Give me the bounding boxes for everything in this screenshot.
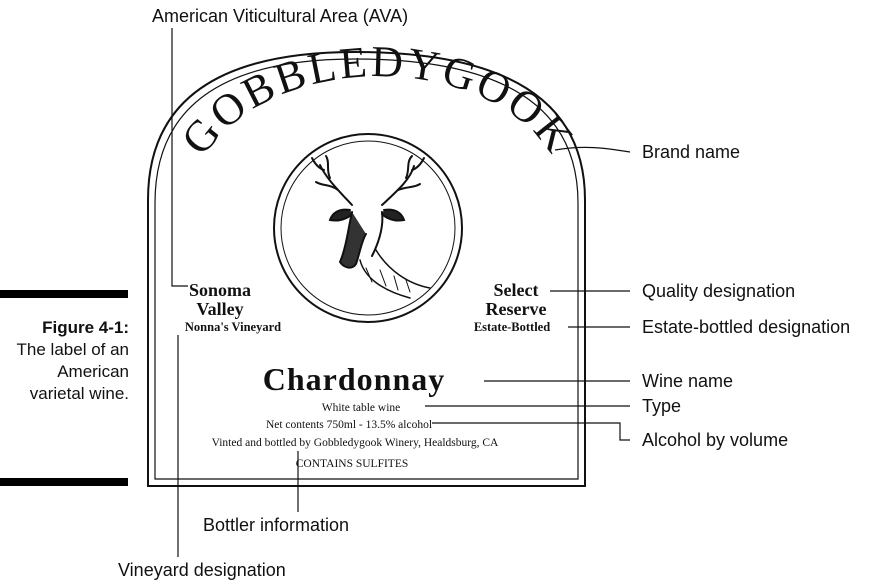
bottler-line: Vinted and bottled by Gobbledygook Winer… xyxy=(212,437,499,449)
wine-type: White table wine xyxy=(322,402,401,414)
emblem-ring-outer xyxy=(273,133,463,323)
ava-line-1: Sonoma xyxy=(189,280,251,300)
caption-bottom-rule xyxy=(0,478,128,486)
callout-vineyard: Vineyard designation xyxy=(118,560,286,580)
callout-type: Type xyxy=(642,396,681,416)
label-border-outer xyxy=(147,50,586,487)
callout-estate-bottled: Estate-bottled designation xyxy=(642,317,850,337)
ava-line-2: Valley xyxy=(196,299,243,319)
emblem-ring-inner xyxy=(280,140,456,316)
callout-ava: American Viticultural Area (AVA) xyxy=(152,6,408,26)
callout-quality: Quality designation xyxy=(642,281,795,301)
quality-line-2: Reserve xyxy=(486,299,547,319)
vineyard-name: Nonna's Vineyard xyxy=(185,320,281,334)
figure-number: Figure 4-1: xyxy=(42,318,129,337)
leader-lines xyxy=(171,28,631,557)
label-border-inner xyxy=(154,58,579,480)
net-contents: Net contents 750ml - 13.5% alcohol xyxy=(266,419,432,431)
callout-wine-name: Wine name xyxy=(642,371,733,391)
callout-bottler: Bottler information xyxy=(203,515,349,535)
callout-alcohol: Alcohol by volume xyxy=(642,430,788,450)
sulfites-line: CONTAINS SULFITES xyxy=(296,458,409,470)
callout-brand-name: Brand name xyxy=(642,142,740,162)
wine-name: Chardonnay xyxy=(263,361,446,397)
stag-head-icon xyxy=(311,155,431,299)
quality-line-1: Select xyxy=(494,280,539,300)
leader-ava xyxy=(171,28,188,287)
estate-bottled: Estate-Bottled xyxy=(474,320,550,334)
brand-name: GOBBLEDYGOOK xyxy=(172,37,585,164)
figure-caption: Figure 4-1: The label of an American var… xyxy=(0,317,129,405)
leader-brand xyxy=(554,146,631,153)
caption-top-rule xyxy=(0,290,128,298)
leader-alcohol xyxy=(432,422,630,441)
figure-caption-text: The label of an American varietal wine. xyxy=(16,340,129,403)
